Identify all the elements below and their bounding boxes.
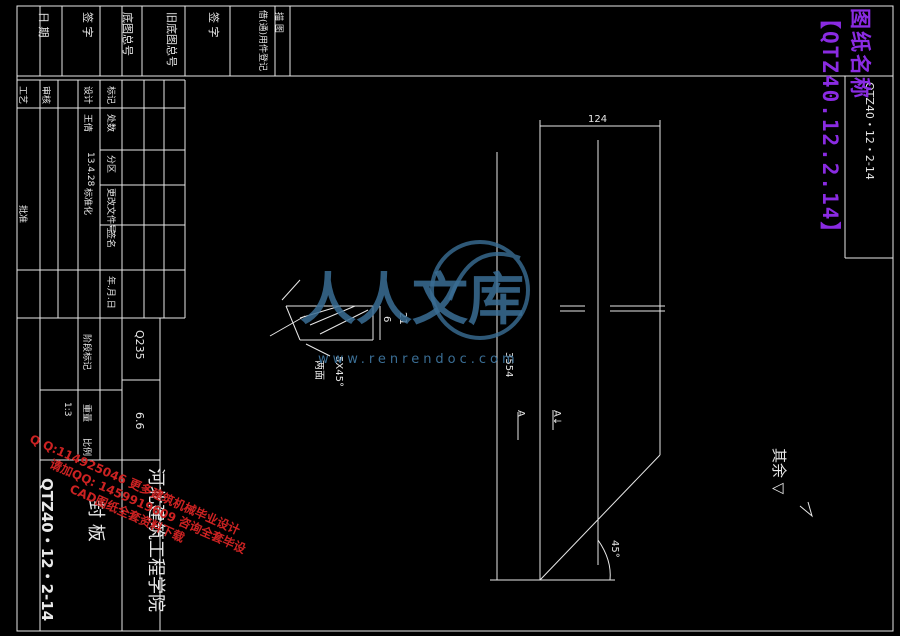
remaining-roughness-note: 其余 ▽ [770,448,788,495]
header-cell-sign-2: 签 字 [207,12,220,38]
watermark-site: www.renrendoc.com [318,352,519,367]
rev-cell-mark: 标记 [105,86,115,105]
header-cell-base-no: 底图总号 [121,12,134,56]
design-label: 设计 [82,86,92,105]
rev-cell-process: 工艺 [17,86,27,105]
stage-mark-label: 阶段标记 [81,334,91,371]
section-label-a: A [515,410,526,417]
rev-cell-date: 年.月.日 [105,276,115,309]
design-date: 13.4.28 [85,152,95,187]
roughness-symbol [799,501,813,518]
roughness-value: 6.6 [133,412,146,430]
dim-width: 124 [588,114,608,125]
rev-cell-zone: 分区 [105,155,115,174]
drawing-number: QTZ40・12・2-14 [38,478,56,622]
header-cell-tracing: 描 图 [273,12,283,33]
watermark-logo-text: 人人文库 [300,268,524,333]
watermark-title: 图纸名称【QTZ40.12.2.14】 [818,8,872,245]
part-main-view [490,120,665,581]
rev-cell-change-doc: 更改文件号 [105,188,115,234]
dim-angle: 45° [609,540,620,558]
rev-cell-count: 处数 [105,114,115,133]
material-value: Q235 [133,330,146,360]
approve-label: 批准 [17,205,27,224]
header-cell-date: 日 期 [37,12,50,38]
rev-cell-review: 审核 [40,86,50,105]
rev-cell-signature: 签名 [105,230,115,249]
standardization-label: 标准化 [82,188,92,216]
header-cell-shared-parts: 借(通)用件登记 [257,10,267,72]
scale-value: 1:3 [62,402,72,417]
watermark-logo [430,240,530,340]
weight-label: 重量 [81,404,91,423]
header-cell-old-base-no: 旧底图总号 [165,12,178,67]
detail-label-a: A↓ [551,410,562,426]
designer-name: 王倩 [82,114,92,133]
chamfer-detail-view [269,279,381,357]
header-cell-sign: 签 字 [81,12,94,38]
